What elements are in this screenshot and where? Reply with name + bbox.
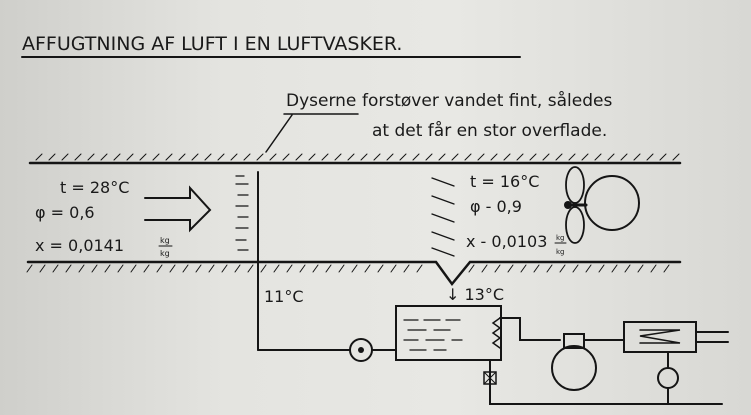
- note-pointer: [265, 114, 293, 153]
- outlet-temperature: t = 16°C: [470, 172, 539, 191]
- diagram-title: AFFUGTNING AF LUFT I EN LUFTVASKER.: [22, 33, 402, 55]
- water-tank: [395, 305, 502, 361]
- outlet-moisture: x - 0,0103: [466, 232, 547, 251]
- inlet-unit-den: kg: [160, 249, 170, 258]
- note-line2: at det får en stor overflade.: [372, 120, 607, 141]
- inlet-moisture: x = 0,0141: [35, 236, 124, 255]
- note-keyword: Dyserne: [286, 91, 356, 111]
- duct-top-wall: [28, 153, 682, 165]
- condenser-icon: [623, 321, 729, 405]
- airflow-arrow-icon: [144, 185, 212, 233]
- nozzle-spray: [235, 171, 455, 351]
- inlet-unit-num: kg: [160, 236, 170, 245]
- outlet-humidity: φ - 0,9: [470, 197, 522, 216]
- outlet-unit-den: kg: [556, 248, 565, 256]
- water-outlet-temperature: ↓ 13°C: [446, 285, 504, 304]
- note-line1: forstøver vandet fint, således: [362, 90, 612, 111]
- pump-icon: [349, 338, 373, 362]
- fan-icon: [564, 166, 640, 244]
- water-inlet-temperature: 11°C: [264, 287, 304, 306]
- outlet-unit-num: kg: [556, 234, 565, 242]
- valve-icon: [483, 371, 497, 385]
- compressor-icon: [551, 333, 597, 391]
- inlet-humidity: φ = 0,6: [35, 203, 95, 222]
- water-piping: [257, 317, 723, 405]
- inlet-temperature: t = 28°C: [60, 178, 129, 197]
- duct-bottom-wall: [26, 260, 682, 287]
